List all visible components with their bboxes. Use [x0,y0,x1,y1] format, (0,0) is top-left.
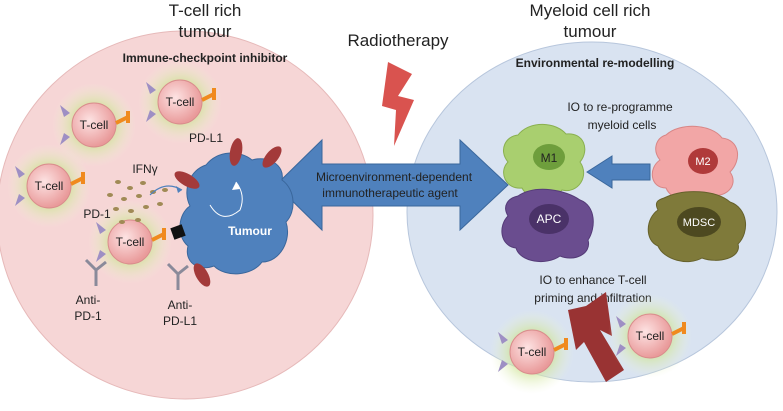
tcell-mid-left: T-cell [5,142,93,230]
pd1-label: PD-1 [83,207,111,221]
m1-label: M1 [541,151,558,165]
tcell-label: T-cell [116,235,145,249]
reprogramme-line1: IO to re-programme [567,100,673,114]
reprogramme-line2: myeloid cells [588,118,657,132]
enhance-line2: priming and infiltration [534,291,651,305]
lightning-icon [382,62,414,146]
tcell-bottom-left: T-cell [86,198,174,286]
left-title-line1: T-cell rich [169,1,242,20]
right-title-line2: tumour [564,22,617,41]
radiotherapy-label: Radiotherapy [347,31,449,50]
tcell-top-left: T-cell [50,81,138,169]
reprogramme-arrow [586,155,651,189]
tcell-label: T-cell [80,118,109,132]
mdsc-label: MDSC [683,217,715,229]
checkpoint-binding-icon [170,224,186,240]
ifn-dots [107,180,168,224]
ifn-label: IFNγ [132,162,157,176]
tcell-label: T-cell [166,95,195,109]
tumour-rotate-arrow-icon [209,181,243,217]
enhance-line1: IO to enhance T-cell [539,273,646,287]
tcell-label: T-cell [636,329,665,343]
tcell-top-center: T-cell [136,58,224,146]
right-title-line1: Myeloid cell rich [530,1,651,20]
tumour-shape [179,152,294,275]
anti-pdl1-antibody-icon [166,262,189,290]
anti-pdl1-line1: Anti- [168,298,193,312]
apc-label: APC [537,212,562,226]
infiltration-arrow [568,292,624,382]
tumour-label: Tumour [228,224,272,238]
anti-pd1-antibody-icon [84,258,107,286]
pdl1-receptor [174,171,200,189]
arrow-text-line2: immunotherapeutic agent [322,186,458,200]
double-arrow [275,138,509,232]
tcell-label: T-cell [518,345,547,359]
left-subtitle: Immune-checkpoint inhibitor [123,51,288,65]
tcell-bottom-right-2: T-cell [606,292,694,380]
m2-label: M2 [695,156,710,168]
pdl1-label: PD-L1 [189,131,223,145]
tcell-bottom-right-1: T-cell [488,308,576,396]
left-title-line2: tumour [179,22,232,41]
right-subtitle: Environmental re-modelling [516,56,675,70]
anti-pd1-line1: Anti- [76,293,101,307]
pdl1-receptor [262,146,282,168]
arrow-text-line1: Microenvironment-dependent [316,170,473,184]
pdl1-receptor [229,138,243,166]
anti-pdl1-line2: PD-L1 [163,314,197,328]
tcell-label: T-cell [35,179,64,193]
anti-pd1-line2: PD-1 [74,309,102,323]
pdl1-receptor [193,263,211,287]
